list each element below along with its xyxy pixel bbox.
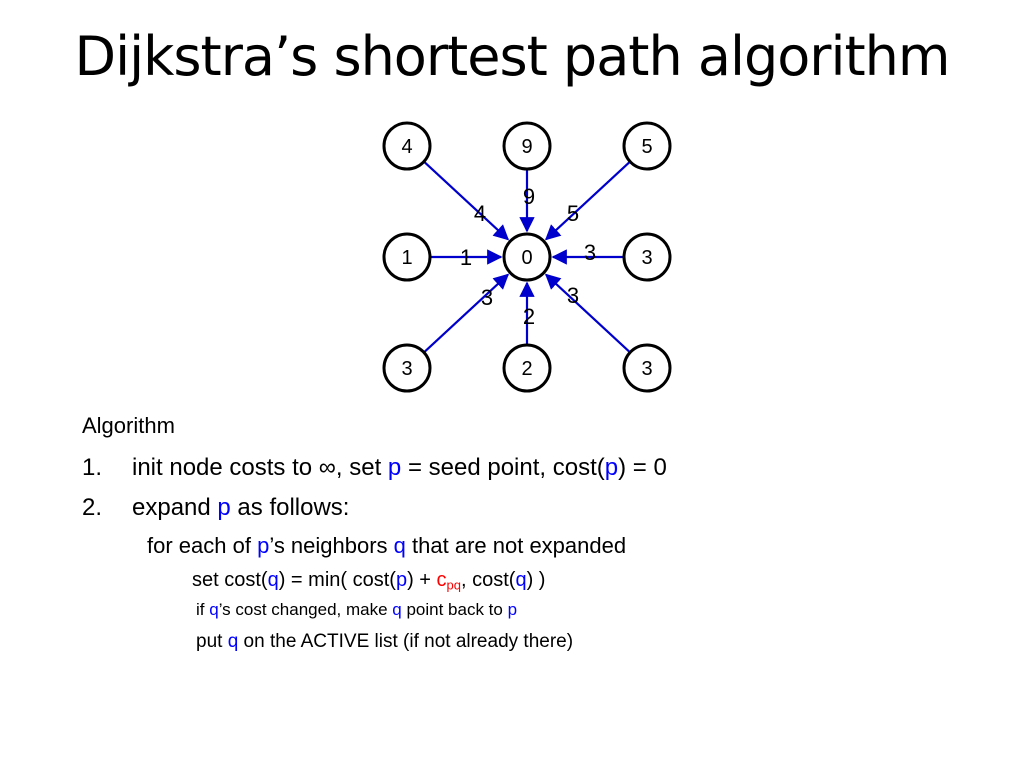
node-bottom-left: 3 xyxy=(382,343,432,393)
var-p: p xyxy=(507,600,518,619)
var-q: q xyxy=(393,533,406,558)
step-text: ) ) xyxy=(526,569,546,591)
step-text: ’s neighbors xyxy=(269,533,394,558)
node-bottom: 2 xyxy=(502,343,552,393)
var-p: p xyxy=(604,454,619,481)
step-text: that are not expanded xyxy=(405,533,627,558)
step-text: set cost( xyxy=(192,569,268,591)
infinity-symbol: ∞ xyxy=(318,454,336,481)
var-p: p xyxy=(395,569,408,591)
node-circle xyxy=(502,121,552,171)
step-text: ) + xyxy=(407,569,437,591)
node-center: 0 xyxy=(502,232,552,282)
substep-set-cost: set cost(q) = min( cost(p) + cpq, cost(q… xyxy=(192,569,545,592)
step-text: init node costs to xyxy=(132,454,319,481)
var-q: q xyxy=(515,569,527,591)
node-label: 9 xyxy=(521,136,532,158)
var-c: c xyxy=(436,569,447,591)
node-top: 9 xyxy=(502,121,552,171)
var-q: q xyxy=(227,631,239,652)
var-p: p xyxy=(257,533,270,558)
step-text: ) = 0 xyxy=(618,454,667,481)
slide-title: Dijkstra’s shortest path algorithm xyxy=(74,25,951,88)
step-number: 1. xyxy=(82,454,103,481)
step-text: on the ACTIVE list (if not already there… xyxy=(238,631,574,652)
step-text: ’s cost changed, make xyxy=(218,600,393,619)
substep-point-back: if q’s cost changed, make q point back t… xyxy=(196,600,517,620)
node-label: 5 xyxy=(641,136,652,158)
node-circle xyxy=(382,343,432,393)
node-top-right: 5 xyxy=(622,121,672,171)
node-circle xyxy=(622,343,672,393)
var-q: q xyxy=(267,569,279,591)
step-text: = seed point, cost( xyxy=(401,454,605,481)
algorithm-heading: Algorithm xyxy=(82,413,175,438)
node-bottom-right: 3 xyxy=(622,343,672,393)
node-label: 1 xyxy=(401,247,412,269)
step-text: put xyxy=(196,631,228,652)
step-text: expand xyxy=(132,494,218,521)
node-label: 4 xyxy=(401,136,412,158)
edge-top-left xyxy=(423,160,510,241)
node-label: 0 xyxy=(521,247,532,269)
node-circle xyxy=(622,121,672,171)
edge-top-right xyxy=(544,160,631,241)
var-c-subscript: pq xyxy=(446,577,461,593)
var-q: q xyxy=(209,600,219,619)
edge-bottom-right xyxy=(544,273,631,354)
edge-label-bottom-right: 3 xyxy=(567,283,579,308)
node-circle xyxy=(382,232,432,282)
step-text: , cost( xyxy=(461,569,516,591)
node-label: 3 xyxy=(641,247,652,269)
var-q: q xyxy=(392,600,402,619)
substep-active-list: put q on the ACTIVE list (if not already… xyxy=(196,631,573,653)
node-circle xyxy=(502,232,552,282)
edge-label-top-right: 5 xyxy=(567,201,579,226)
step-text: for each of xyxy=(147,533,258,558)
var-p: p xyxy=(217,494,231,521)
edge-bottom-left xyxy=(423,273,510,354)
node-right: 3 xyxy=(622,232,672,282)
node-label: 2 xyxy=(521,358,532,380)
node-top-left: 4 xyxy=(382,121,432,171)
step-text: if xyxy=(196,600,210,619)
step-number: 2. xyxy=(82,494,103,521)
step-text: point back to xyxy=(401,600,508,619)
node-circle xyxy=(622,232,672,282)
edge-label-top-left: 4 xyxy=(474,201,486,226)
node-label: 3 xyxy=(641,358,652,380)
step-text: , set xyxy=(335,454,388,481)
algorithm-step-1: 1. init node costs to ∞, set p = seed poi… xyxy=(82,454,667,482)
step-text: ) = min( cost( xyxy=(278,569,396,591)
algorithm-step-2: 2. expand p as follows: xyxy=(82,494,349,522)
var-p: p xyxy=(387,454,402,481)
node-circle xyxy=(502,343,552,393)
node-circle xyxy=(382,121,432,171)
node-left: 1 xyxy=(382,232,432,282)
node-label: 3 xyxy=(401,358,412,380)
edge-label-bottom: 2 xyxy=(523,304,535,329)
edge-label-left: 1 xyxy=(460,245,472,270)
edge-label-bottom-left: 3 xyxy=(481,285,493,310)
substep-for-each: for each of p’s neighbors q that are not… xyxy=(147,533,626,559)
step-text: as follows: xyxy=(230,494,350,521)
edge-label-top: 9 xyxy=(523,184,535,209)
edge-label-right: 3 xyxy=(584,240,596,265)
